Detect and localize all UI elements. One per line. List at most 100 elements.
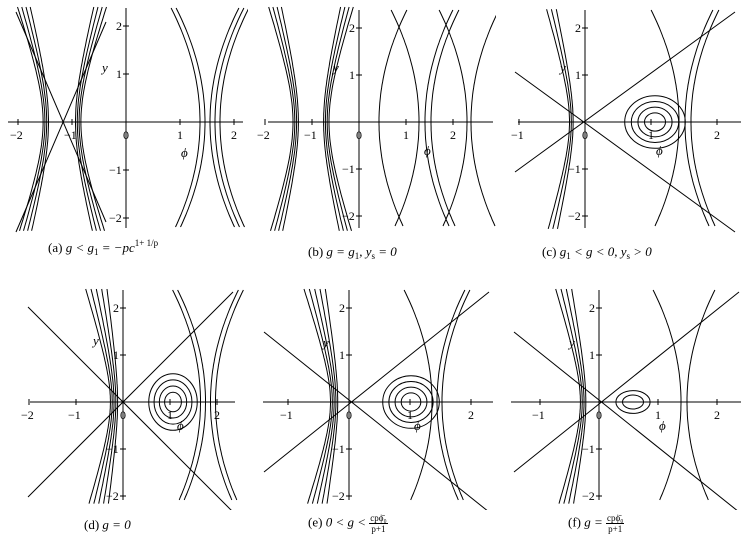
y-tick-label: 1 — [589, 348, 595, 362]
caption-e-prefix: (e) — [308, 514, 323, 530]
x-tick-label: −1 — [532, 408, 545, 422]
caption-f-prefix: (f) — [568, 514, 581, 530]
y-tick-label: −2 — [342, 209, 355, 223]
caption-d: (d) g = 0 — [84, 517, 131, 533]
separatrix — [27, 291, 234, 498]
x-tick-label: 2 — [714, 408, 720, 422]
periodic-orbit — [622, 394, 644, 410]
trajectory — [90, 288, 113, 504]
separatrix — [263, 291, 490, 473]
x-tick-label: 2 — [714, 128, 720, 142]
periodic-orbit — [400, 392, 422, 412]
periodic-orbit — [158, 385, 188, 419]
trajectory — [21, 6, 46, 231]
x-tick-label: 2 — [450, 128, 456, 142]
phi-axis-label: ϕ — [424, 143, 431, 158]
caption-e-math: 0 < g < — [325, 514, 366, 530]
caption-c-sub2: s — [626, 251, 631, 261]
x-tick-label: −2 — [10, 128, 23, 142]
trajectory — [650, 9, 680, 227]
trajectory — [319, 288, 337, 504]
trajectory — [328, 6, 354, 231]
caption-b-prefix: (b) — [308, 244, 324, 259]
caption-a-sup: 1+ 1/p — [134, 238, 159, 248]
periodic-orbit — [148, 373, 198, 431]
y-tick-label: −2 — [106, 489, 119, 503]
x-tick-label: −1 — [304, 128, 317, 142]
trajectory — [170, 7, 201, 228]
caption-a: (a) g < g1 = −pc1+ 1/p — [48, 238, 158, 257]
y-tick-label: −2 — [109, 211, 122, 225]
caption-b-math: g = g — [326, 244, 355, 259]
trajectory — [219, 8, 248, 228]
trajectory — [686, 289, 716, 501]
caption-a-sub: 1 — [93, 247, 99, 257]
y-tick-label: −2 — [332, 489, 345, 503]
trajectory — [268, 6, 294, 231]
trajectory — [76, 6, 99, 231]
trajectory — [272, 6, 296, 231]
trajectory — [214, 7, 245, 228]
trajectory — [17, 6, 44, 231]
periodic-orbit — [164, 391, 182, 413]
x-tick-label: 2 — [231, 128, 237, 142]
caption-b: (b) g = g1, ys = 0 — [308, 244, 397, 261]
caption-a-prefix: (a) — [48, 240, 63, 255]
x-tick-label: 2 — [468, 408, 474, 422]
y-axis-label: y — [100, 60, 108, 75]
y-tick-label: 1 — [575, 68, 581, 82]
caption-f-frac-den: p+1 — [608, 524, 623, 534]
phi-axis-label: ϕ — [659, 418, 666, 433]
caption-b-tail: , y — [359, 244, 372, 259]
trajectory — [314, 288, 335, 504]
periodic-orbit — [382, 375, 440, 429]
trajectory — [303, 288, 331, 504]
y-tick-label: 1 — [116, 67, 122, 81]
periodic-orbit — [394, 386, 428, 418]
y-tick-label: −1 — [342, 162, 355, 176]
caption-c-tail2: > 0 — [630, 244, 652, 259]
y-tick-label: −1 — [109, 163, 122, 177]
trajectory — [652, 289, 682, 501]
periodic-orbit — [637, 106, 673, 138]
phi-axis-label: ϕ — [177, 418, 184, 433]
caption-c: (c) g1 < g < 0, ys > 0 — [542, 244, 652, 261]
trajectory — [308, 288, 333, 504]
trajectory — [85, 288, 111, 504]
y-tick-label: −1 — [568, 162, 581, 176]
trajectory — [565, 288, 585, 504]
y-tick-label: 1 — [339, 348, 345, 362]
trajectory — [78, 6, 103, 231]
x-tick-label: 1 — [655, 408, 661, 422]
trajectory — [378, 9, 408, 227]
trajectory — [424, 9, 454, 227]
trajectory — [390, 9, 420, 227]
trajectory — [430, 9, 460, 227]
caption-e-frac-den: p+1 — [371, 524, 386, 534]
x-tick-label: 1 — [403, 128, 409, 142]
x-tick-label: 0 — [582, 128, 588, 142]
trajectory — [276, 6, 298, 231]
trajectory — [555, 9, 574, 229]
phi-axis-label: ϕ — [656, 143, 663, 158]
x-tick-label: −2 — [21, 408, 34, 422]
trajectory — [560, 288, 583, 504]
x-tick-label: −1 — [280, 408, 293, 422]
trajectory — [684, 9, 714, 227]
trajectory — [326, 6, 350, 231]
trajectory — [690, 9, 720, 227]
caption-c-math: g — [559, 244, 567, 259]
separatrix — [513, 331, 738, 510]
periodic-orbit — [615, 390, 651, 414]
y-axis-label: y — [91, 333, 99, 348]
y-tick-label: −2 — [582, 489, 595, 503]
periodic-orbit — [644, 112, 666, 132]
y-tick-label: −1 — [582, 442, 595, 456]
